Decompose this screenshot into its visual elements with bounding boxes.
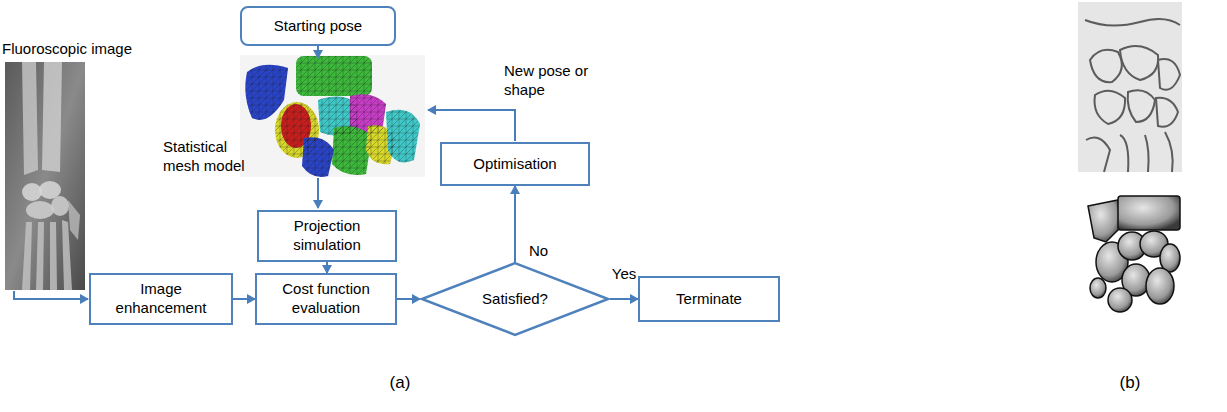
diamond-shape [422, 263, 608, 335]
enhanced-image [1078, 2, 1182, 172]
flow-arrow [326, 262, 328, 273]
process-box: Projection simulation [257, 210, 397, 262]
loop-label: New pose or shape [504, 62, 596, 100]
node-text: Projection simulation [265, 217, 389, 255]
panel-label: (b) [1110, 372, 1150, 393]
model-label: Statistical mesh model [163, 138, 247, 176]
flow-arrow [317, 46, 319, 58]
node-text: Terminate [676, 290, 742, 309]
start-box: Starting pose [240, 6, 396, 46]
node-text: Cost function evaluation [263, 280, 389, 318]
panel-label: (a) [380, 372, 420, 393]
xray-image [5, 62, 85, 290]
node-text: Image enhancement [97, 280, 225, 318]
node-text: Optimisation [473, 155, 556, 174]
mesh-model [240, 55, 425, 177]
rendered-bones [1088, 196, 1180, 312]
image-label: Fluoroscopic image [2, 40, 172, 59]
flow-arrow [233, 298, 255, 300]
node-text: Starting pose [274, 17, 362, 36]
flow-arrow [514, 186, 516, 262]
edge-label: Yes [610, 265, 638, 283]
process-box: Optimisation [440, 142, 590, 186]
flow-arrow [428, 110, 515, 141]
decision-diamond: Satisfied? [420, 262, 610, 336]
process-box: Cost function evaluation [255, 273, 397, 325]
node-text: Satisfied? [482, 290, 548, 309]
flow-arrow [317, 178, 319, 208]
flow-arrow [610, 298, 638, 300]
terminal-box: Terminate [638, 276, 780, 322]
process-box: Image enhancement [89, 273, 233, 325]
flow-arrow [14, 291, 88, 299]
edge-label: No [527, 242, 550, 260]
flow-arrow [397, 298, 420, 300]
